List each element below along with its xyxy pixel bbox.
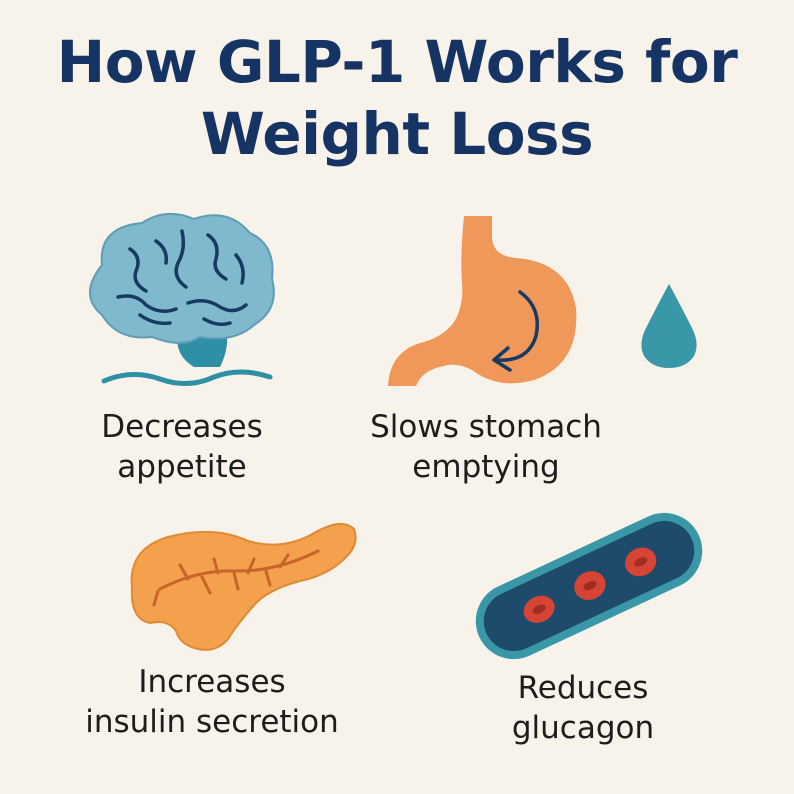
caption-slows-stomach-emptying: Slows stomach emptying <box>370 409 602 485</box>
caption-reduces-glucagon: Reduces glucagon <box>511 670 655 746</box>
pancreas-icon <box>130 522 357 651</box>
title-line-2: Weight Loss <box>200 100 594 168</box>
caption-increases-insulin-secretion: Increases insulin secretion <box>85 664 339 740</box>
brain-icon <box>89 212 275 386</box>
droplet-icon <box>641 284 697 368</box>
caption-decreases-appetite: Decreases appetite <box>101 409 263 485</box>
blood-vessel-icon <box>475 512 703 660</box>
page-title: How GLP-1 Works for Weight Loss <box>0 26 794 170</box>
stomach-icon <box>388 216 577 386</box>
title-line-1: How GLP-1 Works for <box>56 28 738 96</box>
